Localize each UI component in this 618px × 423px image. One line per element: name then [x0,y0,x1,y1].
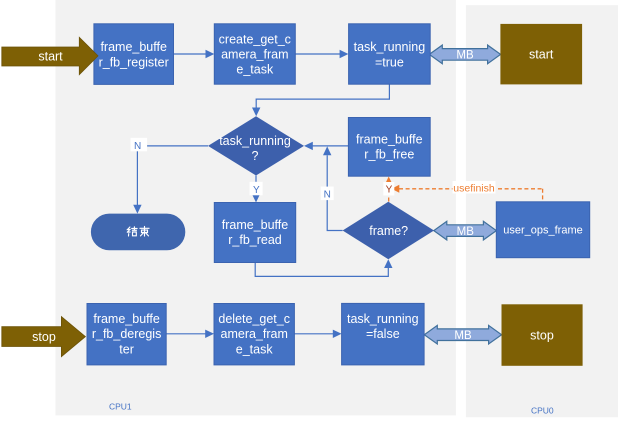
svg-text:e_task: e_task [236,342,274,356]
svg-text:MB: MB [456,50,474,62]
svg-text:create_get_c: create_get_c [219,32,291,46]
svg-text:delete_get_c: delete_get_c [218,312,290,326]
svg-text:task_running: task_running [354,40,426,54]
svg-text:Y: Y [253,185,260,196]
svg-text:r_fb_deregis: r_fb_deregis [92,327,162,341]
svg-text:user_ops_frame: user_ops_frame [503,225,583,237]
svg-text:usefinish: usefinish [453,182,495,194]
svg-text:=false: =false [366,327,400,341]
svg-text:start: start [529,48,554,62]
svg-text:?: ? [252,149,259,163]
svg-text:frame?: frame? [369,224,408,238]
svg-text:amera_fram: amera_fram [221,48,288,62]
svg-text:=true: =true [375,55,404,69]
svg-text:frame_buffe: frame_buffe [222,218,289,232]
svg-text:r_fb_register: r_fb_register [99,55,169,69]
svg-text:N: N [134,141,141,152]
svg-text:task_running: task_running [347,312,419,326]
svg-text:frame_buffe: frame_buffe [356,133,423,147]
svg-text:stop: stop [530,328,554,342]
svg-text:MB: MB [454,330,472,342]
svg-text:Y: Y [386,185,393,196]
svg-text:e_task: e_task [236,63,274,77]
svg-text:stop: stop [32,330,56,344]
svg-text:ter: ter [119,342,134,356]
svg-text:MB: MB [457,226,475,238]
svg-text:CPU1: CPU1 [109,401,132,411]
svg-text:CPU0: CPU0 [531,405,554,415]
svg-text:frame_buffe: frame_buffe [100,40,167,54]
svg-text:N: N [324,189,331,200]
svg-text:amera_fram: amera_fram [221,327,288,341]
svg-text:r_fb_free: r_fb_free [364,148,414,162]
svg-text:start: start [38,49,63,63]
svg-text:r_fb_read: r_fb_read [228,233,282,247]
svg-text:frame_buffe: frame_buffe [93,312,160,326]
svg-text:task_running: task_running [219,134,291,148]
